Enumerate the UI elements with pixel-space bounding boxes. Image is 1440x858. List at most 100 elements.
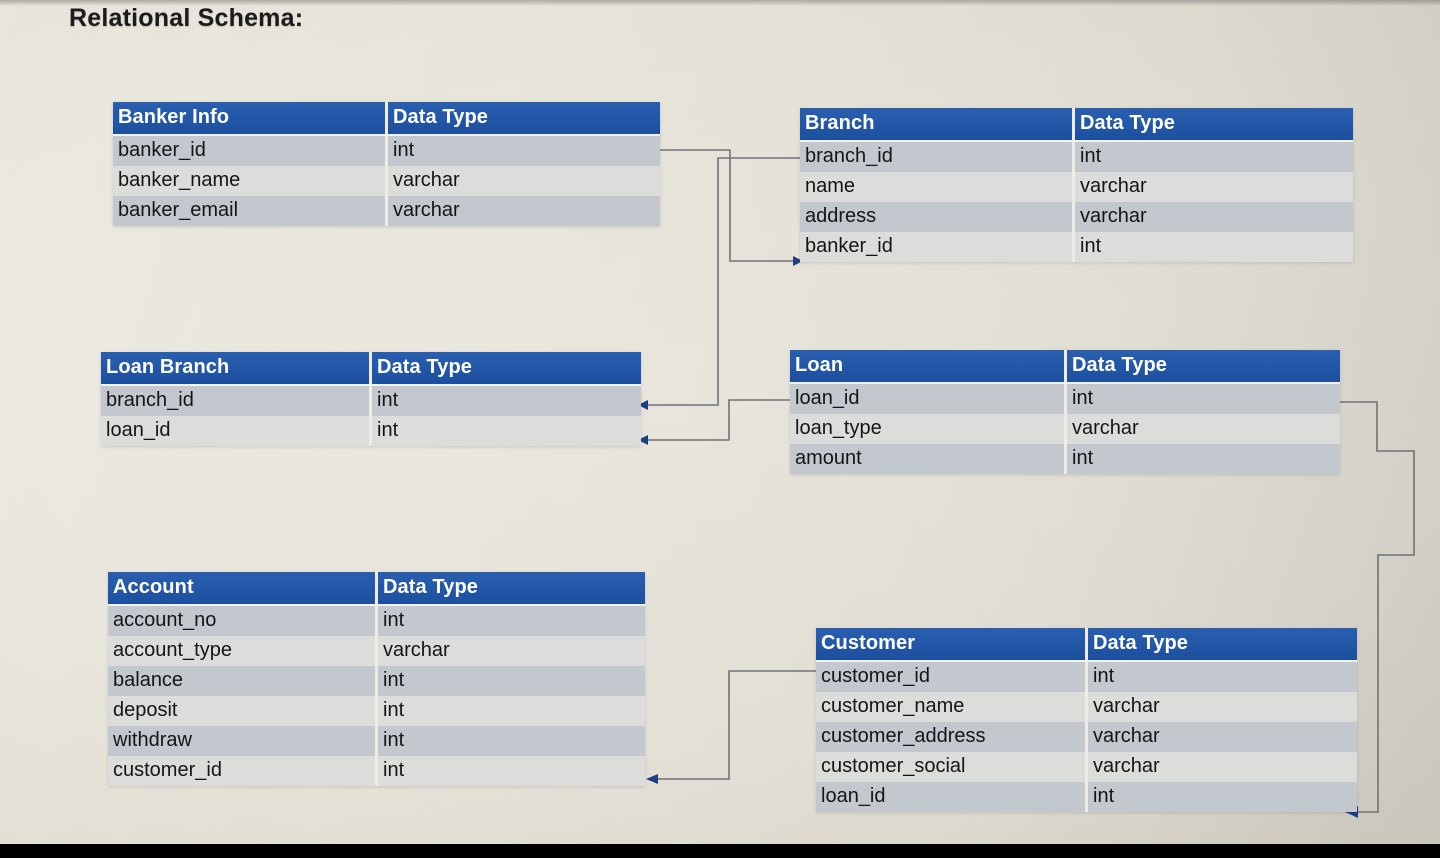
field-type: varchar — [1064, 414, 1340, 444]
field-type: varchar — [1085, 692, 1357, 722]
table-row[interactable]: banker_id int — [800, 232, 1353, 262]
page-title: Relational Schema: — [69, 4, 304, 32]
field-name: customer_id — [816, 662, 1085, 692]
table-row[interactable]: customer_id int — [816, 662, 1357, 692]
table-row[interactable]: customer_address varchar — [816, 722, 1357, 752]
table-row[interactable]: customer_name varchar — [816, 692, 1357, 722]
table-row[interactable]: banker_id int — [113, 136, 660, 166]
entity-name: Banker Info — [118, 106, 230, 128]
field-type: varchar — [1085, 722, 1357, 752]
table-row[interactable]: banker_email varchar — [113, 196, 660, 226]
bottom-black-bar — [0, 844, 1440, 858]
table-row[interactable]: balance int — [108, 666, 645, 696]
field-type: varchar — [1072, 202, 1353, 232]
table-row[interactable]: withdraw int — [108, 726, 645, 756]
field-name: branch_id — [800, 142, 1072, 172]
field-name: branch_id — [101, 386, 369, 416]
table-header: Loan Data Type — [790, 350, 1340, 384]
field-name: withdraw — [108, 726, 375, 756]
field-name: banker_id — [113, 136, 385, 166]
table-row[interactable]: loan_id int — [816, 782, 1357, 812]
field-type: int — [375, 756, 645, 786]
field-type: int — [1064, 444, 1340, 474]
table-header: Branch Data Type — [800, 108, 1353, 142]
table-banker-info[interactable]: Banker Info Data Type banker_id int bank… — [113, 102, 660, 226]
connector-customer-to-account — [646, 670, 816, 784]
field-name: customer_social — [816, 752, 1085, 782]
data-type-header: Data Type — [1085, 628, 1357, 660]
field-type: int — [385, 136, 660, 166]
data-type-header: Data Type — [1072, 108, 1353, 140]
table-row[interactable]: name varchar — [800, 172, 1353, 202]
field-name: name — [800, 172, 1072, 202]
field-type: int — [375, 666, 645, 696]
entity-name: Account — [113, 576, 194, 598]
field-type: int — [1085, 782, 1357, 812]
field-name: customer_address — [816, 722, 1085, 752]
connector-loan-to-loanbranch — [638, 399, 790, 445]
field-name: balance — [108, 666, 375, 696]
table-account[interactable]: Account Data Type account_no int account… — [108, 572, 645, 786]
data-type-header: Data Type — [369, 352, 641, 384]
field-name: loan_id — [816, 782, 1085, 812]
table-row[interactable]: banker_name varchar — [113, 166, 660, 196]
entity-name: Loan Branch — [106, 356, 230, 378]
table-row[interactable]: branch_id int — [800, 142, 1353, 172]
table-customer[interactable]: Customer Data Type customer_id int custo… — [816, 628, 1357, 812]
field-name: deposit — [108, 696, 375, 726]
field-type: int — [1072, 232, 1353, 262]
connector-banker-to-branch — [660, 149, 803, 266]
table-row[interactable]: address varchar — [800, 202, 1353, 232]
table-loan[interactable]: Loan Data Type loan_id int loan_type var… — [790, 350, 1340, 474]
entity-name: Branch — [805, 112, 875, 134]
table-row[interactable]: account_type varchar — [108, 636, 645, 666]
field-type: varchar — [1072, 172, 1353, 202]
field-type: varchar — [385, 196, 660, 226]
field-name: banker_email — [113, 196, 385, 226]
field-type: varchar — [1085, 752, 1357, 782]
field-type: int — [1072, 142, 1353, 172]
table-header: Loan Branch Data Type — [101, 352, 641, 386]
field-type: varchar — [385, 166, 660, 196]
table-row[interactable]: loan_type varchar — [790, 414, 1340, 444]
field-name: loan_id — [101, 416, 369, 446]
field-name: banker_name — [113, 166, 385, 196]
table-loan-branch[interactable]: Loan Branch Data Type branch_id int loan… — [101, 352, 641, 446]
field-type: int — [1085, 662, 1357, 692]
data-type-header: Data Type — [1064, 350, 1340, 382]
table-row[interactable]: account_no int — [108, 606, 645, 636]
field-name: amount — [790, 444, 1064, 474]
table-header: Banker Info Data Type — [113, 102, 660, 136]
field-name: customer_id — [108, 756, 375, 786]
table-row[interactable]: deposit int — [108, 696, 645, 726]
field-type: int — [375, 726, 645, 756]
field-name: account_type — [108, 636, 375, 666]
field-type: int — [375, 696, 645, 726]
field-type: varchar — [375, 636, 645, 666]
table-header: Customer Data Type — [816, 628, 1357, 662]
table-branch[interactable]: Branch Data Type branch_id int name varc… — [800, 108, 1353, 262]
field-name: loan_id — [790, 384, 1064, 414]
field-name: loan_type — [790, 414, 1064, 444]
table-row[interactable]: loan_id int — [790, 384, 1340, 414]
field-type: int — [375, 606, 645, 636]
field-name: banker_id — [800, 232, 1072, 262]
field-name: address — [800, 202, 1072, 232]
field-type: int — [1064, 384, 1340, 414]
field-type: int — [369, 386, 641, 416]
entity-name: Loan — [795, 354, 844, 376]
entity-name: Customer — [821, 632, 916, 654]
field-type: int — [369, 416, 641, 446]
table-row[interactable]: branch_id int — [101, 386, 641, 416]
table-header: Account Data Type — [108, 572, 645, 606]
data-type-header: Data Type — [375, 572, 645, 604]
field-name: customer_name — [816, 692, 1085, 722]
table-row[interactable]: loan_id int — [101, 416, 641, 446]
field-name: account_no — [108, 606, 375, 636]
table-row[interactable]: customer_social varchar — [816, 752, 1357, 782]
table-row[interactable]: amount int — [790, 444, 1340, 474]
data-type-header: Data Type — [385, 102, 660, 134]
table-row[interactable]: customer_id int — [108, 756, 645, 786]
